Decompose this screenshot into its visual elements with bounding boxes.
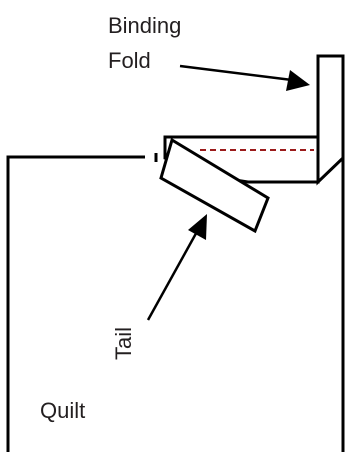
binding-tail (159, 137, 270, 234)
quilt-left-top-edge (6, 155, 145, 452)
quilt-body (6, 153, 345, 452)
binding-fold-label-line2: Fold (108, 48, 151, 73)
quilt-label: Quilt (40, 398, 85, 423)
binding-fold-arrowhead (286, 70, 310, 91)
tail-arrowhead (188, 214, 207, 240)
tail-label: Tail (111, 327, 136, 360)
binding-fold-arrow (179, 64, 310, 91)
tail-arrow (146, 214, 207, 321)
binding-fold (316, 54, 345, 186)
binding-fold-label-line1: Binding (108, 13, 181, 38)
tail-arrow-line (146, 227, 201, 321)
tail-shape (159, 137, 270, 234)
binding-fold-shape (316, 54, 345, 186)
binding-fold-arrow-line (179, 64, 293, 82)
